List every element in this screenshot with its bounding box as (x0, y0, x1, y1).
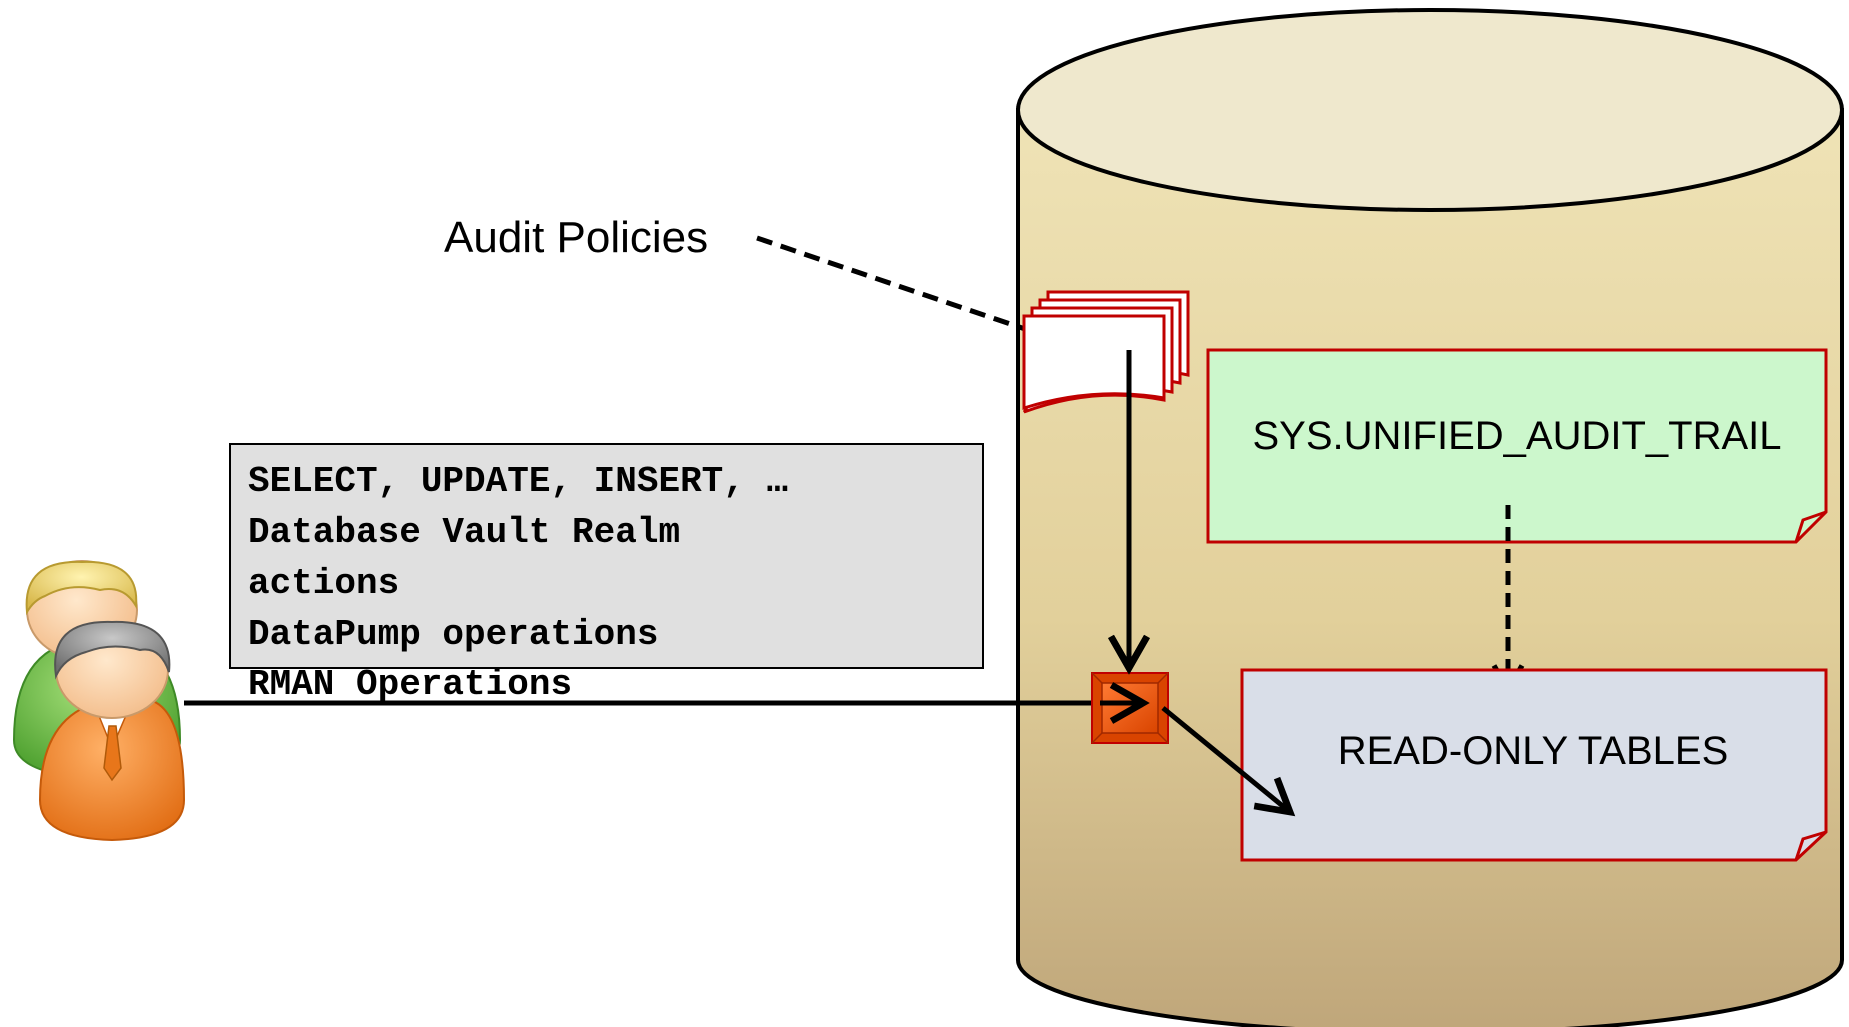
actions-line-2: Database Vault Realm (248, 512, 680, 553)
audit-policies-label: Audit Policies (444, 213, 708, 262)
actions-line-4: DataPump operations (248, 614, 658, 655)
actions-line-5: RMAN Operations (248, 664, 572, 705)
read-only-tables-box: READ-ONLY TABLES (1240, 668, 1828, 862)
actions-line-1: SELECT, UPDATE, INSERT, … (248, 461, 788, 502)
unified-audit-trail-box: SYS.UNIFIED_AUDIT_TRAIL (1206, 348, 1828, 544)
unified-audit-trail-label: SYS.UNIFIED_AUDIT_TRAIL (1252, 414, 1781, 458)
policy-documents-icon (1022, 290, 1190, 414)
actions-line-3: actions (248, 563, 399, 604)
audit-engine-icon (1091, 672, 1169, 744)
engine-to-tables-arrow (1161, 706, 1296, 817)
users-icon (12, 560, 186, 842)
read-only-tables-label: READ-ONLY TABLES (1338, 729, 1729, 773)
audited-actions-box: SELECT, UPDATE, INSERT, … Database Vault… (229, 443, 984, 705)
